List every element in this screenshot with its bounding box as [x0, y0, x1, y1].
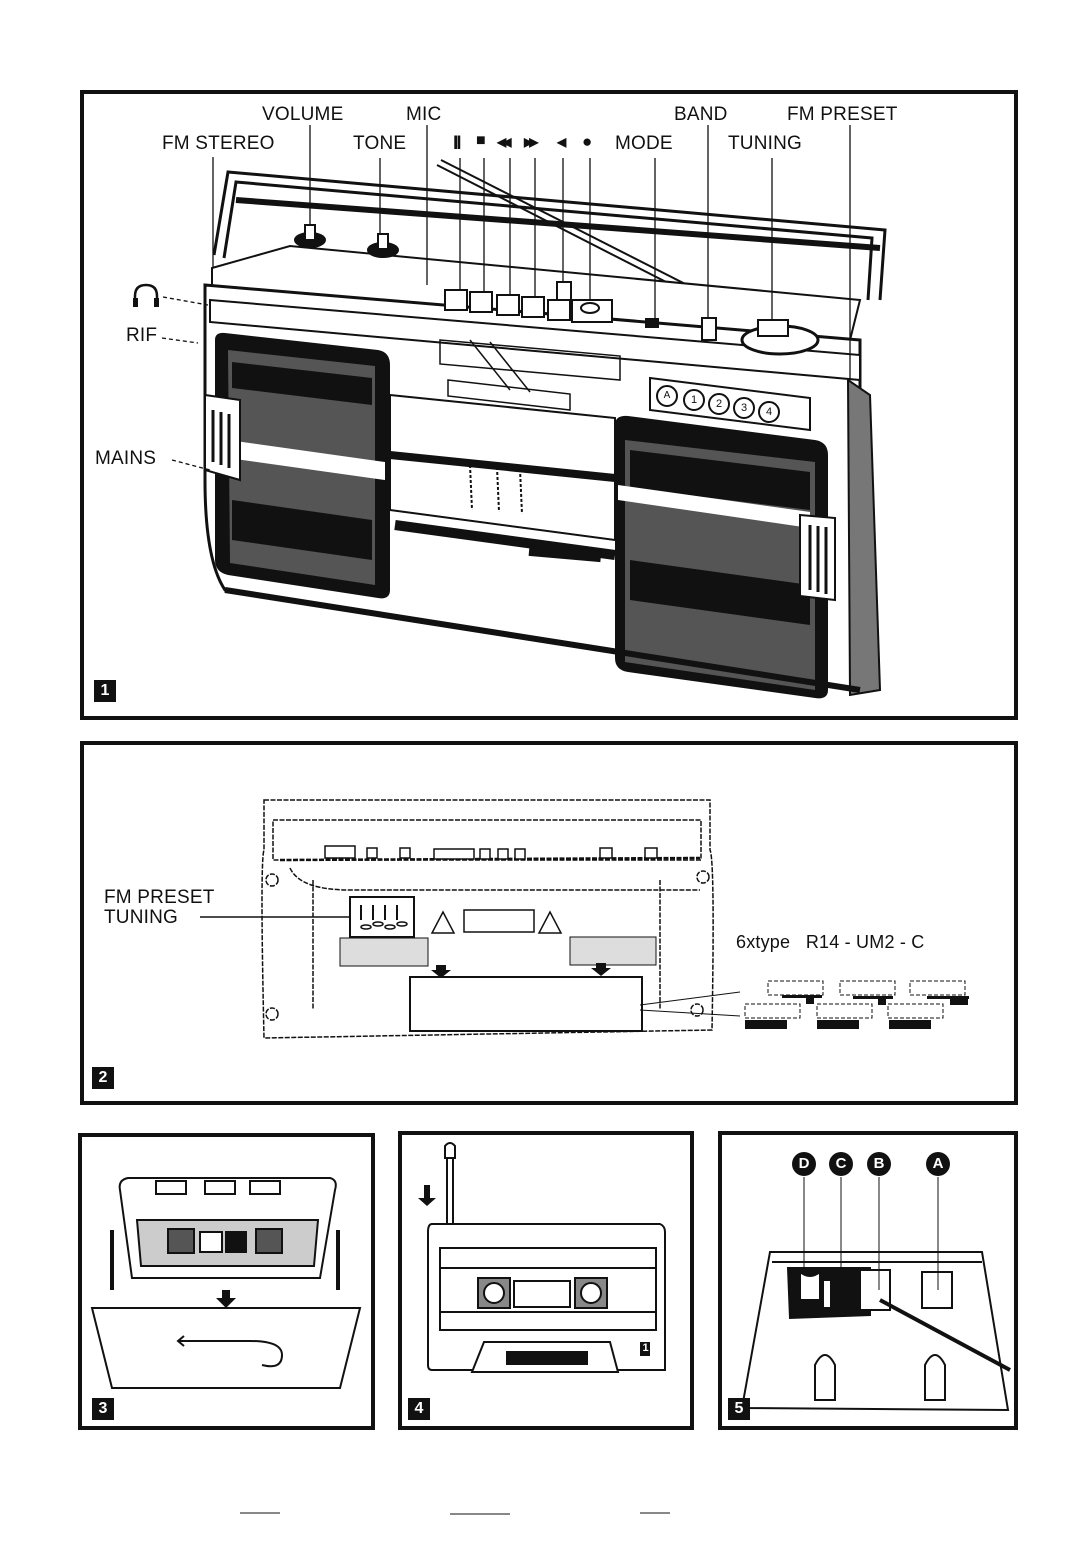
pencil-tool: [444, 1142, 456, 1227]
marker-d: D: [792, 1152, 816, 1176]
scan-artifact: [450, 1513, 510, 1515]
preset-button-3: 3: [733, 397, 755, 419]
preset-button-2: 2: [708, 393, 730, 415]
mic-label: MIC: [406, 104, 442, 125]
tuning-label: TUNING: [728, 133, 803, 154]
rif-label: RIF: [126, 325, 158, 346]
marker-a: A: [926, 1152, 950, 1176]
right-side-panel: [846, 378, 882, 697]
pause-symbol: II: [453, 133, 461, 154]
tuning-scale: [439, 339, 621, 411]
vent-grille-right: [569, 936, 657, 966]
left-speaker-grille: [215, 332, 390, 599]
fm-stereo-label: FM STEREO: [162, 133, 275, 154]
transport-keys: [444, 281, 613, 323]
cassette-deck-area: [389, 393, 616, 563]
right-speaker-grille: [615, 415, 828, 699]
tone-label: TONE: [353, 133, 407, 154]
record-symbol: ●: [582, 132, 593, 151]
volume-knob: [294, 224, 326, 248]
figure-number-5: 5: [728, 1398, 750, 1420]
figure-number-3: 3: [92, 1398, 114, 1420]
down-arrow-icon: [216, 1290, 236, 1308]
warning-triangle-left-icon: [430, 910, 456, 934]
scan-artifact: [640, 1512, 670, 1514]
down-arrow-left-icon: [431, 965, 451, 978]
mains-label: MAINS: [95, 448, 157, 469]
figure-number-4: 4: [408, 1398, 430, 1420]
band-label: BAND: [674, 104, 728, 125]
battery-compartment-lid: [409, 976, 643, 1032]
tone-knob: [367, 233, 399, 258]
warning-triangle-right-icon: [537, 910, 563, 934]
leader-lines: [212, 125, 851, 380]
carry-handle: [212, 170, 887, 301]
marker-b: B: [867, 1152, 891, 1176]
cassette-side-label: 1: [642, 1342, 649, 1354]
preset-button-4: 4: [758, 401, 780, 423]
band-switch: [701, 317, 717, 341]
preset-button-auto: A: [656, 385, 678, 407]
fm-preset-tuning-label-line2: TUNING: [104, 907, 179, 928]
volume-label: VOLUME: [262, 104, 344, 125]
play-reverse-symbol: ◀: [557, 135, 567, 149]
figure-number-2: 2: [92, 1067, 114, 1089]
battery-type-spec: 6xtype R14 - UM2 - C: [736, 932, 925, 952]
mode-label: MODE: [615, 133, 673, 154]
scan-artifact: [240, 1512, 280, 1514]
tuning-knob: [740, 319, 820, 356]
u-turn-arrow-icon: [176, 1335, 284, 1368]
vent-grille-left: [339, 937, 429, 967]
stop-symbol: ■: [476, 132, 486, 149]
preset-button-1: 1: [683, 389, 705, 411]
marker-c: C: [829, 1152, 853, 1176]
down-arrow-right-icon: [591, 963, 611, 976]
headphones-icon: [131, 282, 161, 317]
fm-preset-tuning-label-line1: FM PRESET: [104, 887, 215, 908]
figure-number-1: 1: [94, 680, 116, 702]
mode-switch: [645, 318, 659, 328]
fm-preset-label: FM PRESET: [787, 104, 898, 125]
down-arrow-icon: [418, 1185, 436, 1206]
